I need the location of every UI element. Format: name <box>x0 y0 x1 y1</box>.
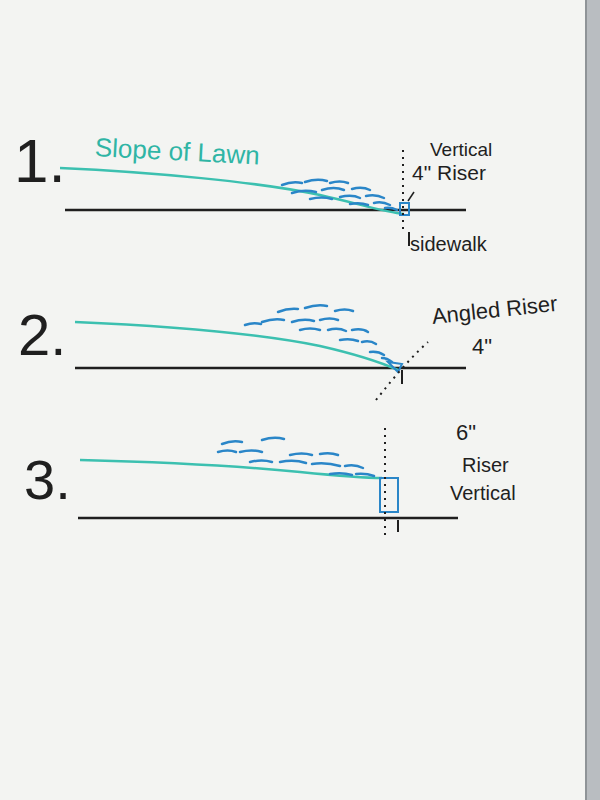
board-frame <box>586 0 600 800</box>
riser <box>380 478 398 512</box>
riser <box>400 203 409 215</box>
sketch-two <box>75 305 466 400</box>
lawn-slope <box>60 168 404 214</box>
dotted-guide <box>402 150 404 232</box>
riser-note: 4" Riser <box>412 162 486 183</box>
lawn-slope <box>75 322 398 370</box>
step-number: 2. <box>18 306 66 364</box>
riser-note: Vertical <box>450 483 516 503</box>
sidewalk-tick <box>408 232 410 246</box>
frame-edge <box>585 0 587 800</box>
step-number: 1. <box>14 130 66 192</box>
water-dashes <box>218 438 374 476</box>
lawn-slope <box>80 460 382 478</box>
riser-note: Angled Riser <box>431 293 559 328</box>
sidewalk-label: sidewalk <box>410 234 487 254</box>
sidewalk-tick <box>397 520 399 532</box>
sketch-one <box>60 150 466 246</box>
leader-line <box>408 192 414 201</box>
water-dashes <box>282 180 397 210</box>
ground-line <box>78 517 458 520</box>
riser-note: 6" <box>456 422 476 444</box>
lawn-label: Slope of Lawn <box>94 134 260 169</box>
riser-note: 4" <box>472 336 492 358</box>
step-number: 3. <box>24 452 71 508</box>
sidewalk-tick <box>401 370 403 384</box>
riser-note: Vertical <box>430 140 492 159</box>
riser-note: Riser <box>462 455 509 475</box>
water-dashes <box>245 305 392 362</box>
ground-line <box>65 209 466 212</box>
sketch-three <box>78 428 458 536</box>
ground-line <box>75 367 466 370</box>
angled-riser <box>388 362 402 372</box>
dotted-guide <box>384 428 386 536</box>
angled-guide <box>376 342 428 400</box>
